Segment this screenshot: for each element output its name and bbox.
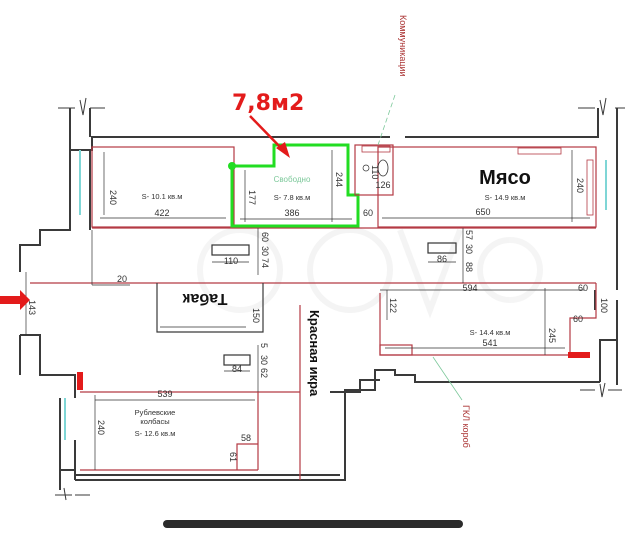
svg-text:86: 86 (437, 254, 447, 264)
svg-text:60: 60 (260, 232, 270, 242)
svg-text:74: 74 (260, 258, 270, 268)
svg-text:61: 61 (228, 452, 238, 462)
free-room[interactable]: Свободно S- 7.8 кв.м 386 177 244 (228, 143, 360, 228)
watermark (197, 227, 543, 319)
red-caviar-area: Красная икра (307, 310, 322, 397)
meat-label: Мясо (479, 167, 531, 189)
svg-text:62: 62 (259, 368, 269, 378)
home-indicator-bar[interactable] (163, 520, 463, 528)
svg-text:143: 143 (27, 300, 37, 315)
svg-text:126: 126 (375, 180, 390, 190)
svg-text:244: 244 (334, 172, 344, 187)
svg-text:110: 110 (224, 256, 238, 266)
sink-icon (362, 164, 370, 172)
svg-text:5: 5 (259, 343, 269, 348)
svg-text:30: 30 (260, 246, 270, 256)
svg-text:S- 14.9 кв.м: S- 14.9 кв.м (485, 193, 526, 202)
tabak-label: Табак (181, 290, 227, 307)
room-14-4: 594 60 100 60 122 S- 14.4 кв.м 541 245 (380, 283, 609, 355)
toilet-icon (377, 159, 389, 177)
svg-text:386: 386 (284, 208, 299, 218)
partitions (30, 146, 597, 480)
meat-room: Мясо S- 14.9 кв.м 650 240 (382, 147, 594, 222)
svg-text:100: 100 (599, 298, 609, 313)
svg-text:30: 30 (259, 355, 269, 365)
svg-text:240: 240 (108, 190, 118, 205)
svg-text:541: 541 (482, 338, 497, 348)
svg-text:57: 57 (464, 230, 474, 240)
svg-text:240: 240 (575, 178, 585, 193)
svg-text:20: 20 (117, 274, 127, 284)
svg-text:58: 58 (241, 433, 251, 443)
communications-annotation: Коммуникации (377, 15, 408, 146)
svg-text:30: 30 (464, 244, 474, 254)
svg-text:60: 60 (363, 208, 373, 218)
tabak-area: Табак 150 (156, 283, 264, 333)
fixture-table-1: 110 60 30 74 (211, 228, 270, 275)
area-callout: 7,8м2 (232, 91, 305, 158)
svg-text:122: 122 (388, 298, 398, 313)
gkl-box-annotation: ГКЛ короб (432, 356, 471, 448)
svg-text:колбасы: колбасы (140, 417, 169, 426)
callout-text: 7,8м2 (232, 91, 304, 116)
svg-text:422: 422 (154, 208, 169, 218)
entrance-arrow-icon (0, 290, 30, 310)
svg-text:ГКЛ короб: ГКЛ короб (461, 405, 471, 448)
room-12-6: 539 240 Рублевские колбасы S- 12.6 кв.м … (94, 389, 258, 470)
svg-text:88: 88 (464, 262, 474, 272)
svg-text:539: 539 (157, 389, 172, 399)
svg-text:S- 12.6 кв.м: S- 12.6 кв.м (135, 429, 176, 438)
fixture-table-3: 84 5 30 62 (223, 343, 269, 392)
svg-text:150: 150 (251, 308, 261, 323)
free-status: Свободно (274, 175, 311, 184)
red-marker-left (77, 372, 83, 390)
svg-text:S- 10.1 кв.м: S- 10.1 кв.м (142, 192, 183, 201)
svg-text:177: 177 (247, 190, 257, 205)
red-marker (568, 352, 590, 358)
svg-text:60: 60 (573, 314, 583, 324)
svg-text:110: 110 (370, 165, 380, 179)
svg-text:Коммуникации: Коммуникации (398, 15, 408, 77)
svg-text:84: 84 (232, 364, 242, 374)
svg-text:594: 594 (462, 283, 477, 293)
room-10-1: 240 S- 10.1 кв.м 422 (100, 152, 226, 219)
svg-text:245: 245 (547, 328, 557, 343)
svg-text:240: 240 (96, 420, 106, 435)
svg-text:S- 7.8 кв.м: S- 7.8 кв.м (274, 193, 311, 202)
svg-text:Рублевские: Рублевские (135, 408, 176, 417)
outer-walls (19, 97, 625, 501)
wc: 110 126 60 (354, 144, 394, 218)
fixture-table-2: 86 57 30 88 (427, 228, 474, 283)
svg-text:650: 650 (475, 207, 490, 217)
callout-arrow-icon (276, 142, 290, 158)
windows (64, 150, 607, 440)
red-caviar-label: Красная икра (307, 310, 322, 397)
free-room-marker (228, 162, 236, 170)
svg-text:60: 60 (578, 283, 588, 293)
svg-text:S- 14.4 кв.м: S- 14.4 кв.м (470, 328, 511, 337)
